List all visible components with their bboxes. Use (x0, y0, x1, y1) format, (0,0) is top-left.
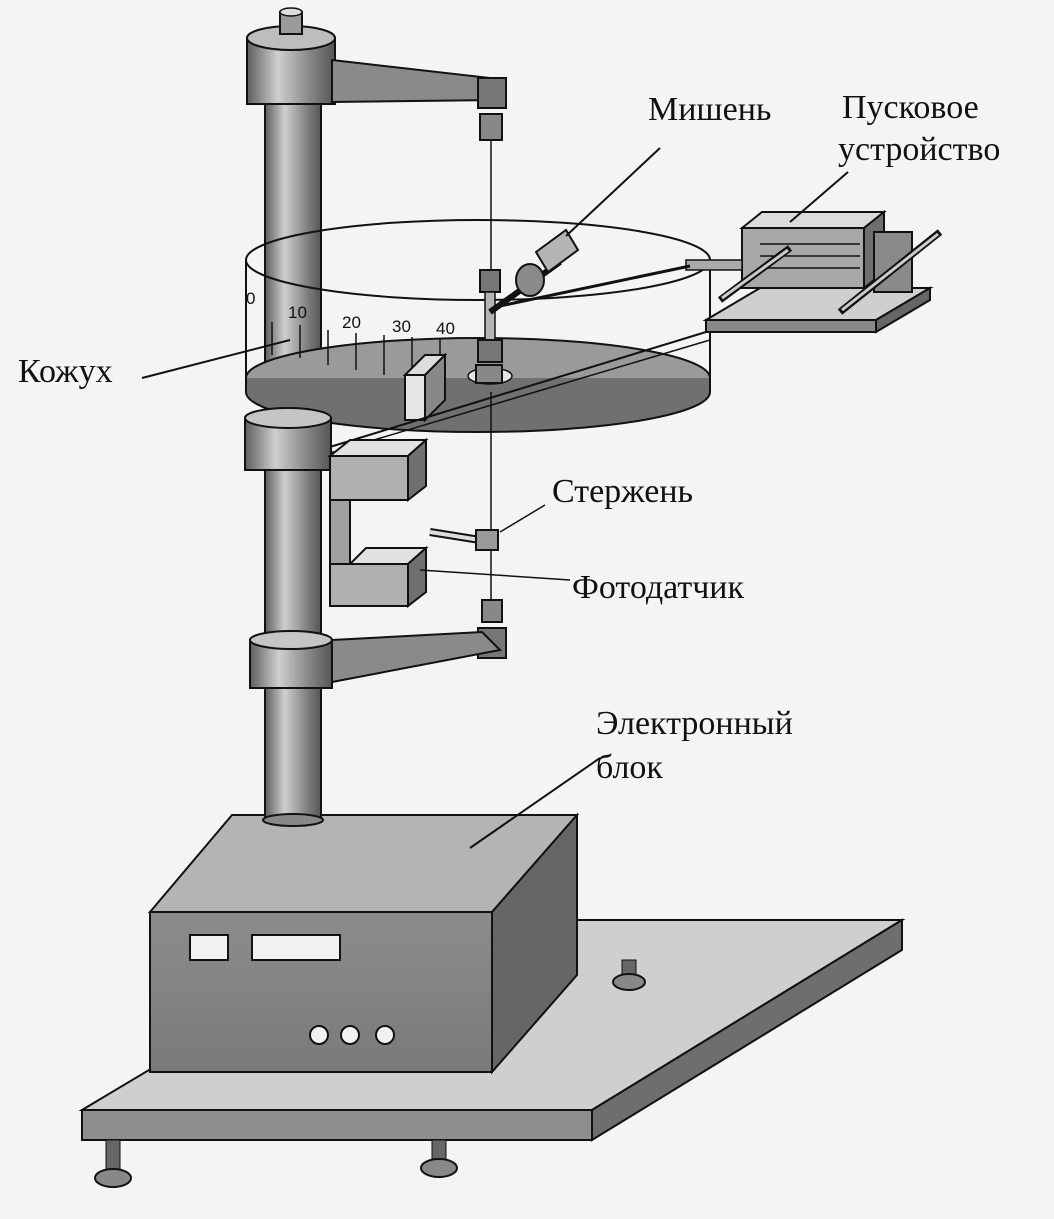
leader-launcher (789, 171, 849, 223)
label-electronic-line2: блок (596, 749, 663, 786)
launcher (499, 209, 943, 334)
spindle (475, 269, 503, 600)
rod (429, 504, 546, 551)
label-rod: Стержень (552, 473, 694, 510)
scale-mark: 40 (436, 319, 455, 338)
leader-lines (141, 147, 849, 849)
casing-scale: 0 10 20 30 40 (246, 289, 455, 338)
leader-target (565, 147, 661, 237)
scale-mark: 10 (288, 303, 307, 322)
leader-casing (141, 339, 291, 379)
label-electronic-line1: Электронный (596, 705, 793, 742)
label-launcher-line1: Пусковое (842, 89, 979, 126)
scale-mark: 0 (246, 289, 255, 308)
box-knob (309, 1025, 329, 1045)
box-knob (340, 1025, 360, 1045)
label-photosensor: Фотодатчик (572, 569, 745, 606)
top-collar (246, 7, 336, 105)
label-launcher-line2: устройство (838, 131, 1001, 168)
disc-target-block (402, 352, 448, 423)
scale-mark: 20 (342, 313, 361, 332)
box-knob (375, 1025, 395, 1045)
electronic-box (147, 812, 580, 1075)
photosensor (327, 437, 571, 609)
lower-collar (249, 630, 503, 689)
box-indicator-small (189, 934, 229, 961)
box-display (251, 934, 341, 961)
label-target: Мишень (648, 91, 772, 128)
column-base (262, 813, 324, 827)
scale-mark: 30 (392, 317, 411, 336)
upper-arm (331, 58, 507, 275)
middle-collar (244, 407, 332, 471)
base-feet (94, 959, 646, 1188)
leader-electronic (469, 757, 601, 849)
target-arm (488, 228, 580, 315)
label-casing: Кожух (18, 353, 113, 390)
disc-support (319, 331, 711, 457)
